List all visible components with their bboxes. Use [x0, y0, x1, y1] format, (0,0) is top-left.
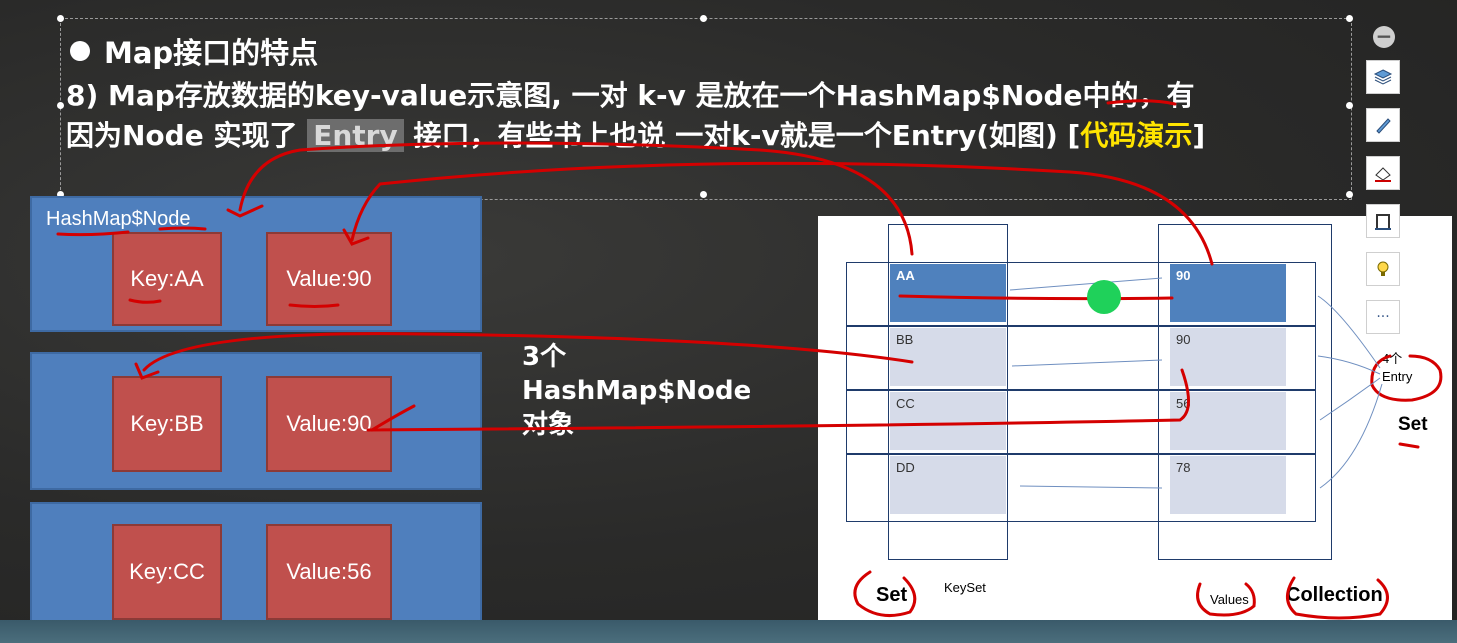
value-cell-2: 90: [1170, 328, 1286, 386]
line2-part-a: 因为Node 实现了: [66, 119, 308, 152]
value-cell-1: 90: [1170, 264, 1286, 322]
bottom-strip: [0, 620, 1457, 643]
frame-handle[interactable]: [57, 191, 64, 198]
hashmap-node-box-1: HashMap$Node Key:AA Value:90: [30, 196, 482, 332]
slide-title: Map接口的特点: [70, 30, 318, 72]
hashmap-node-box-2: Key:BB Value:90: [30, 352, 482, 490]
node-value-3: Value:56: [266, 524, 392, 620]
set-label-right: Set: [1398, 414, 1428, 435]
bullet-icon: [70, 41, 90, 61]
slide-line-1: 8) Map存放数据的key-value示意图, 一对 k-v 是放在一个Has…: [66, 79, 1195, 112]
middle-label-2: HashMap$Node: [522, 376, 752, 406]
key-cell-3: CC: [890, 392, 1006, 450]
entry-count-label: 4个 Entry: [1382, 351, 1413, 384]
key-cell-1: AA: [890, 264, 1006, 322]
node-key-3: Key:CC: [112, 524, 222, 620]
slide-title-text: Map接口的特点: [104, 36, 319, 70]
values-label: Values: [1210, 592, 1249, 607]
entry-diagram-panel: AA BB CC DD 90 90 56 78 4个 Entry Set Set…: [818, 216, 1452, 624]
entry-row-4: [846, 454, 1316, 522]
code-demo-link[interactable]: 代码演示: [1080, 119, 1193, 152]
frame-handle[interactable]: [700, 15, 707, 22]
node-key-1: Key:AA: [112, 232, 222, 326]
frame-handle[interactable]: [57, 102, 64, 109]
layers-icon[interactable]: [1366, 60, 1400, 94]
frame-icon[interactable]: [1366, 204, 1400, 238]
collapse-toolbar-button[interactable]: −: [1373, 26, 1395, 48]
line2-part-c: ]: [1192, 119, 1206, 152]
line2-part-b: 接口，有些书上也说 一对k-v就是一个Entry(如图) [: [403, 119, 1081, 152]
hashmap-node-box-3: Key:CC Value:56: [30, 502, 482, 631]
more-icon[interactable]: ···: [1366, 300, 1400, 334]
key-cell-2: BB: [890, 328, 1006, 386]
node-value-2: Value:90: [266, 376, 392, 472]
collection-label: Collection: [1286, 584, 1383, 606]
entry-highlight: Entry: [307, 119, 404, 152]
eraser-icon[interactable]: [1366, 156, 1400, 190]
frame-handle[interactable]: [1346, 15, 1353, 22]
value-cell-4: 78: [1170, 456, 1286, 514]
frame-handle[interactable]: [1346, 102, 1353, 109]
node-value-1: Value:90: [266, 232, 392, 326]
key-cell-4: DD: [890, 456, 1006, 514]
slide-line-2: 因为Node 实现了 Entry 接口，有些书上也说 一对k-v就是一个Entr…: [66, 114, 1205, 154]
node-key-2: Key:BB: [112, 376, 222, 472]
middle-label-3: 对象: [522, 410, 575, 440]
bulb-icon[interactable]: [1366, 252, 1400, 286]
pen-icon[interactable]: [1366, 108, 1400, 142]
frame-handle[interactable]: [57, 15, 64, 22]
set-label-bottom: Set: [876, 584, 908, 606]
frame-handle[interactable]: [1346, 191, 1353, 198]
node-header-label: HashMap$Node: [46, 208, 191, 230]
keyset-label: KeySet: [944, 580, 986, 595]
value-cell-3: 56: [1170, 392, 1286, 450]
frame-handle[interactable]: [700, 191, 707, 198]
middle-label-1: 3个: [522, 342, 567, 372]
